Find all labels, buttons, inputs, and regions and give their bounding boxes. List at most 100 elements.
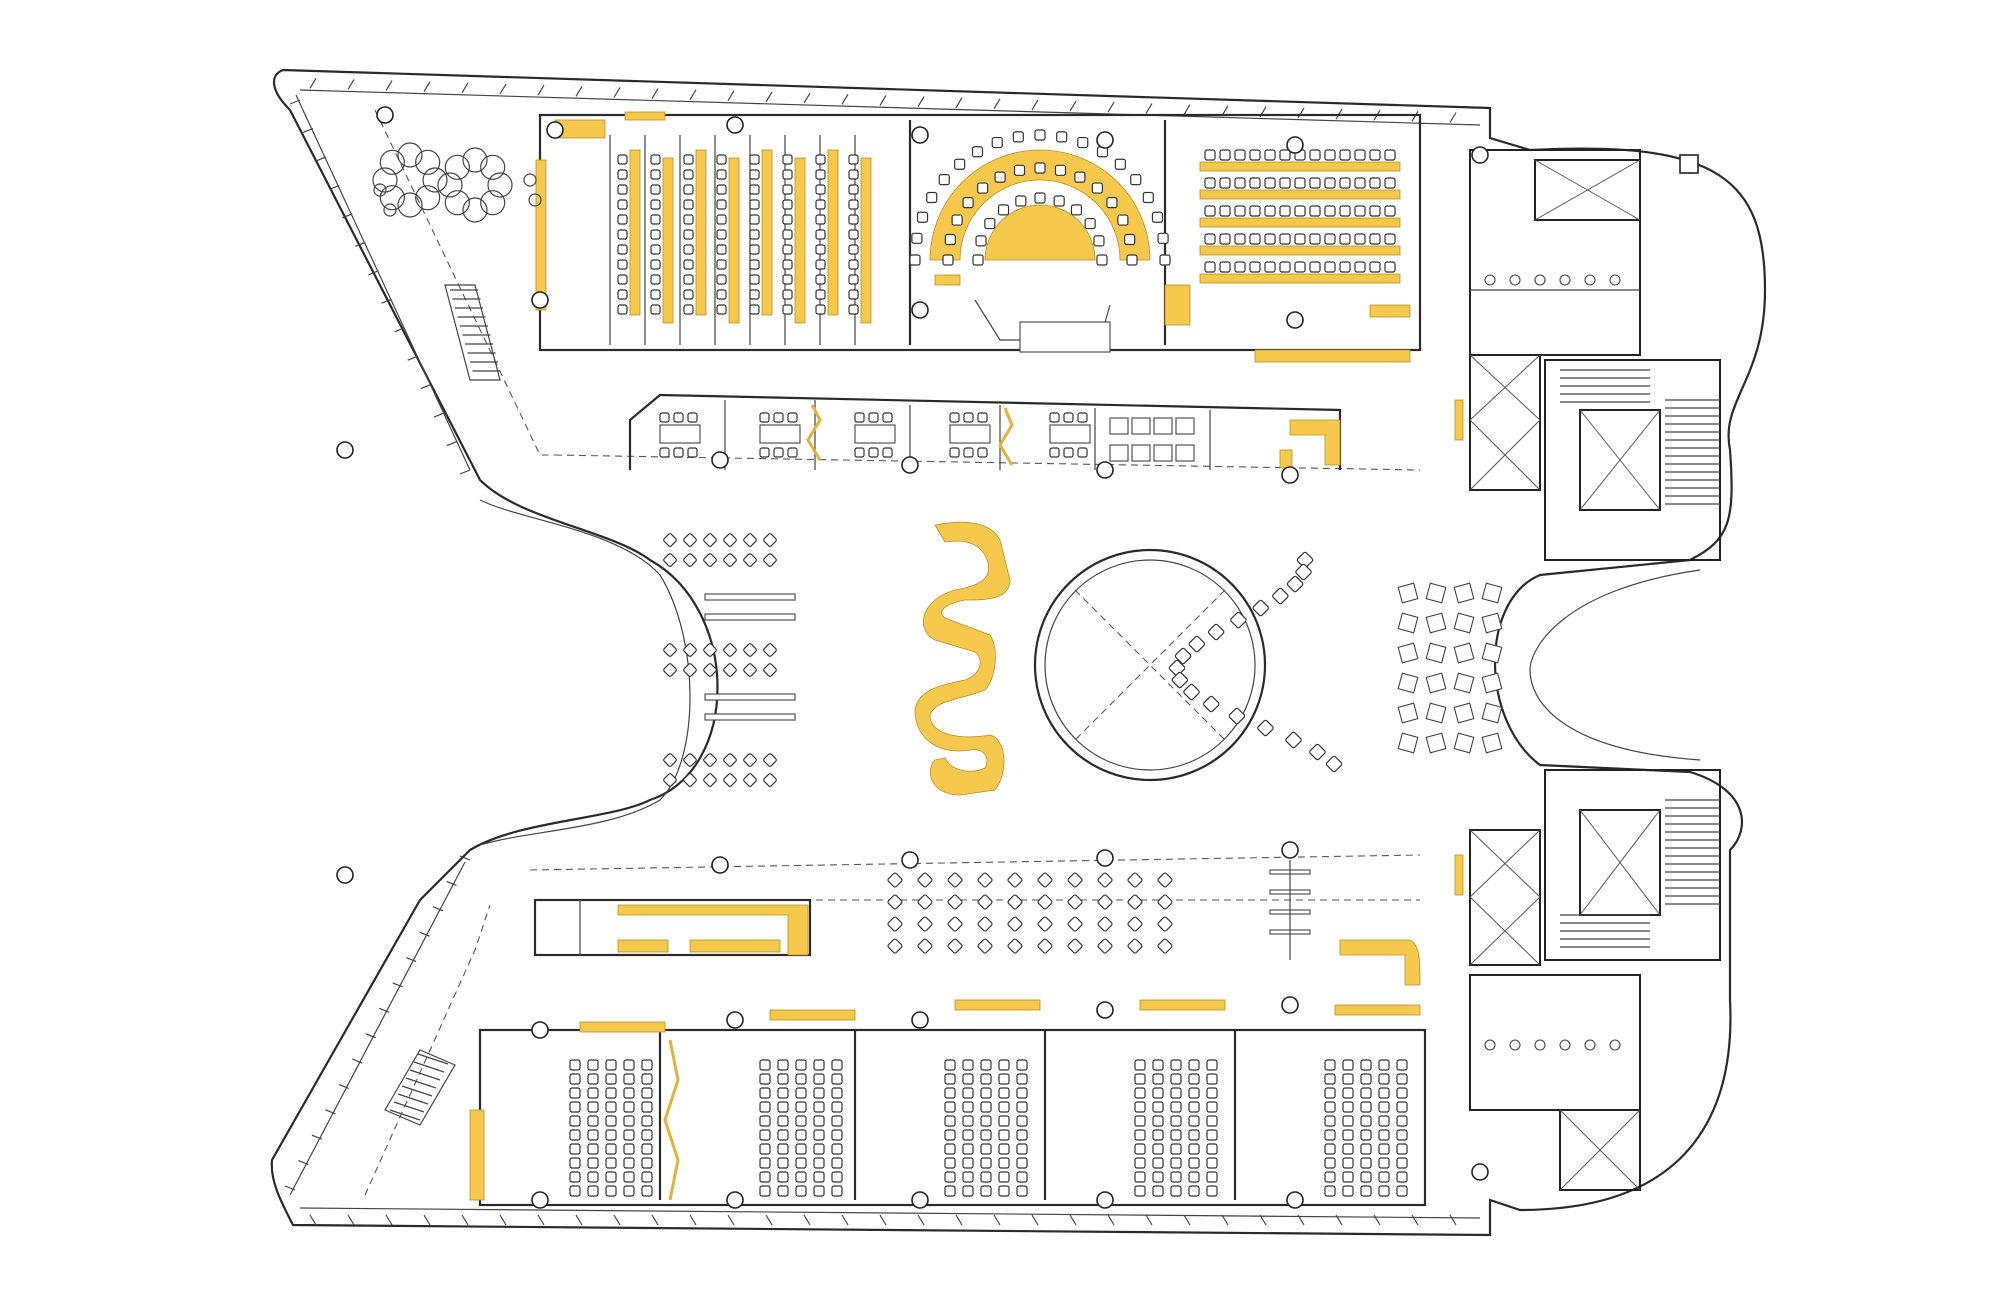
cafe-seat <box>1097 938 1113 954</box>
facade-fin <box>338 1083 350 1090</box>
cafe-seat <box>1097 894 1113 910</box>
cafe-seat <box>977 894 993 910</box>
seat <box>1354 177 1366 189</box>
column <box>711 856 729 874</box>
seat <box>1396 1157 1408 1169</box>
table <box>1131 444 1151 462</box>
seat <box>980 1143 992 1155</box>
seat <box>1264 261 1276 273</box>
tree-canopy <box>397 142 423 168</box>
facade-fin <box>347 1214 355 1226</box>
seat <box>1134 1185 1146 1197</box>
facade-fin <box>803 1214 811 1226</box>
seat <box>1234 261 1246 273</box>
seat <box>938 174 950 186</box>
column <box>336 866 354 884</box>
facade-fin <box>879 1214 887 1226</box>
seat <box>831 1101 843 1113</box>
column <box>531 1021 549 1039</box>
seat <box>813 1101 825 1113</box>
seat <box>605 1073 617 1085</box>
seat <box>831 1073 843 1085</box>
shelf-strip <box>579 1021 666 1033</box>
seat <box>683 244 694 255</box>
seat <box>944 1059 956 1071</box>
plaza-seat <box>1272 587 1289 605</box>
seat <box>716 154 727 165</box>
table <box>1109 444 1129 462</box>
cafe-seat <box>1037 872 1053 888</box>
column <box>911 1011 929 1029</box>
facade-fin <box>1107 1214 1115 1226</box>
facade-fin <box>423 1214 431 1226</box>
seat <box>944 1087 956 1099</box>
seat <box>962 1143 974 1155</box>
plaza-seat <box>743 773 757 787</box>
column <box>531 1191 549 1209</box>
plaza-table <box>1481 612 1503 634</box>
plaza-seat <box>663 753 677 767</box>
seat <box>1396 1101 1408 1113</box>
seat <box>623 1115 635 1127</box>
seat <box>1152 1157 1164 1169</box>
column <box>1281 841 1299 859</box>
seat <box>1152 1115 1164 1127</box>
seat <box>1152 1185 1164 1197</box>
seat <box>1279 233 1291 245</box>
facade-fin <box>302 127 314 134</box>
column <box>901 851 919 869</box>
plaza-table <box>1453 612 1475 634</box>
facade-fin <box>917 96 925 107</box>
seat <box>1170 1129 1182 1141</box>
wc-fixture <box>1584 274 1596 286</box>
seat <box>944 1073 956 1085</box>
facade-fin <box>352 1058 363 1064</box>
facade-fin <box>993 1214 1001 1226</box>
seat <box>587 1073 599 1085</box>
wc-fixture <box>1509 1039 1521 1051</box>
seat <box>777 1101 789 1113</box>
seat <box>683 274 694 285</box>
wc-fixture <box>1584 1039 1596 1051</box>
seat <box>1142 191 1154 204</box>
seat <box>1354 261 1366 273</box>
seat <box>1012 131 1024 143</box>
seat <box>795 1059 807 1071</box>
seat <box>716 229 727 240</box>
plaza-seat <box>1285 731 1302 749</box>
seat <box>641 1157 653 1169</box>
seat <box>1354 205 1366 217</box>
seat <box>641 1185 653 1197</box>
table <box>949 424 991 444</box>
seat <box>650 289 661 300</box>
facade-fin <box>298 1160 309 1166</box>
seat <box>831 1157 843 1169</box>
seat <box>911 232 923 244</box>
column <box>911 126 929 144</box>
plaza-seat <box>703 533 717 547</box>
seat <box>949 412 960 423</box>
stair-tread <box>389 1109 421 1121</box>
seat <box>1279 149 1291 161</box>
seat <box>1324 233 1336 245</box>
seat <box>848 169 859 180</box>
seat <box>1206 1157 1218 1169</box>
seat <box>1342 1171 1354 1183</box>
seat <box>998 1143 1010 1155</box>
seat <box>1342 1087 1354 1099</box>
seat <box>813 1059 825 1071</box>
seat <box>1093 235 1105 247</box>
facade-fin <box>955 1214 963 1226</box>
seat <box>759 1087 771 1099</box>
plaza-seat <box>723 553 737 567</box>
plaza-table <box>1397 672 1419 694</box>
seat <box>815 199 826 210</box>
column <box>711 451 729 469</box>
plaza-seat <box>683 643 697 657</box>
seat <box>759 1185 771 1197</box>
seat <box>1324 1087 1336 1099</box>
tree-canopy <box>462 197 488 223</box>
seat <box>1152 1087 1164 1099</box>
facade-fin <box>284 1185 296 1191</box>
seat <box>1206 1087 1218 1099</box>
